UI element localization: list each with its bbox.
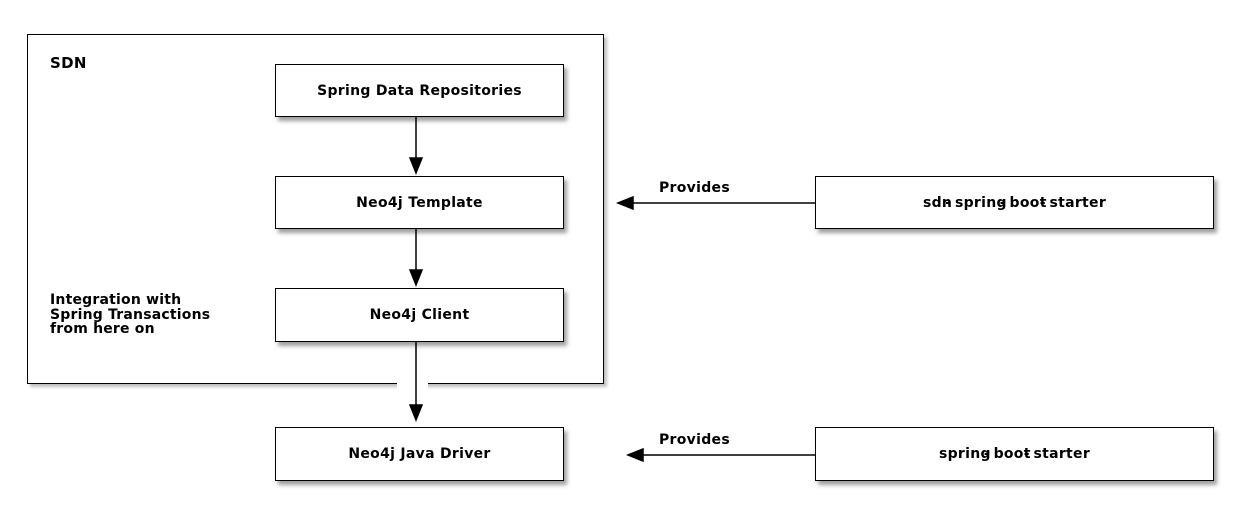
- node-label: Neo4j Template: [356, 194, 483, 211]
- annotation-line-2: Spring Transactions: [50, 306, 211, 323]
- node-label: Spring Data Repositories: [317, 82, 522, 99]
- arrow-template-to-client: [408, 229, 424, 288]
- node-spring-boot-starter: spring-boot-starter: [815, 427, 1214, 481]
- node-label: Neo4j Java Driver: [348, 446, 491, 462]
- arrow-repositories-to-template: [408, 117, 424, 176]
- arrow-boot-starter-provides: [625, 447, 815, 463]
- annotation-line-1: Integration with: [50, 292, 182, 308]
- arrow-client-to-java-driver: [408, 342, 424, 423]
- arrow-sdn-starter-provides: [615, 195, 815, 211]
- node-label: Neo4j Client: [369, 307, 470, 323]
- provides-label-top: Provides: [659, 180, 730, 196]
- node-neo4j-template: Neo4j Template: [275, 176, 564, 229]
- node-sdn-spring-boot-starter: sdn-spring-boot-starter: [815, 176, 1214, 229]
- node-spring-data-repositories: Spring Data Repositories: [275, 64, 564, 117]
- transactions-annotation: Integration with Spring Transactions fro…: [50, 293, 210, 337]
- node-label: sdn-spring-boot-starter: [922, 194, 1107, 211]
- annotation-line-3: from here on: [50, 321, 155, 337]
- frame-border-gap: [397, 380, 428, 392]
- node-neo4j-client: Neo4j Client: [275, 288, 564, 342]
- sdn-container-frame: [27, 34, 604, 384]
- node-neo4j-java-driver: Neo4j Java Driver: [275, 427, 564, 481]
- provides-label-bottom: Provides: [659, 432, 730, 448]
- node-label: spring-boot-starter: [938, 446, 1091, 462]
- sdn-container-label: SDN: [50, 54, 87, 72]
